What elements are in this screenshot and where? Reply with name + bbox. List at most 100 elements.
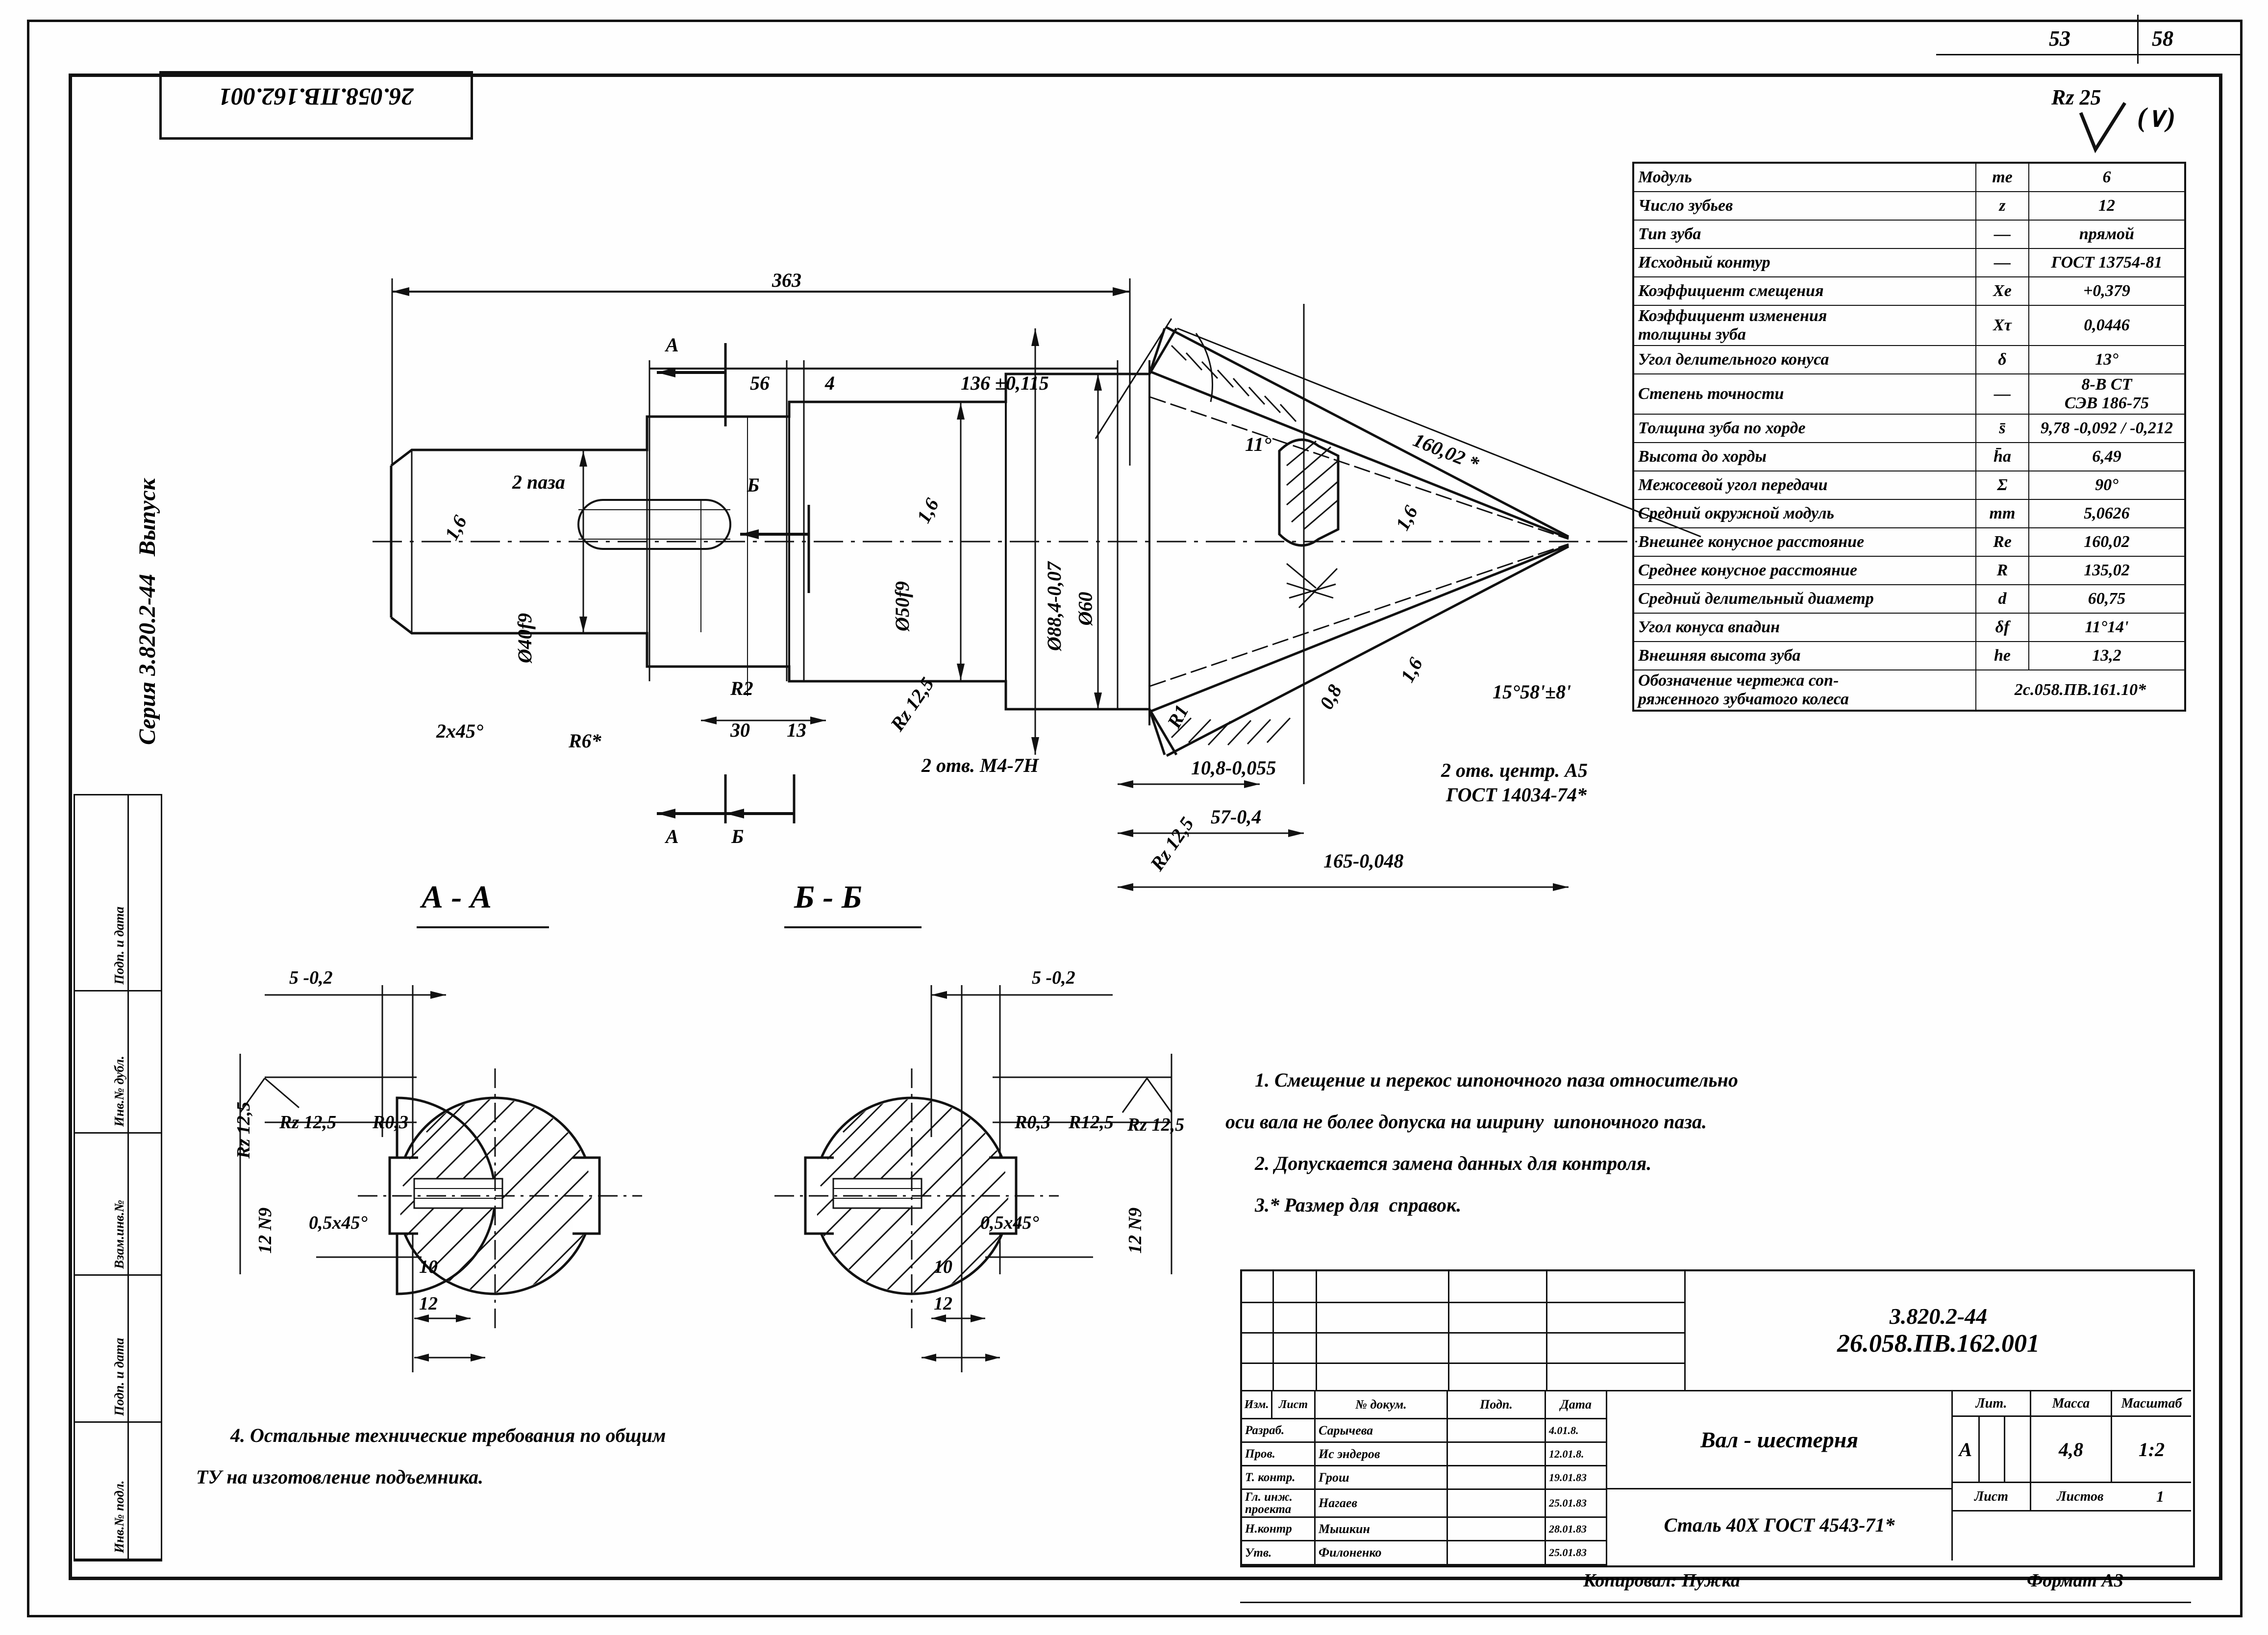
gear-param-name: Степень точности bbox=[1633, 373, 1976, 415]
margin-stamp-cell-1: Инв.№ дубл. bbox=[75, 991, 129, 1134]
page-number-rule bbox=[1936, 54, 2240, 55]
section-arrow-a-lower bbox=[657, 774, 727, 823]
tech-note-line-5: ТУ на изготовление подъемника. bbox=[196, 1466, 484, 1488]
rev-row-1 bbox=[1242, 1302, 1686, 1303]
sheets-value: 1 bbox=[2129, 1483, 2191, 1511]
sig-sign-0 bbox=[1448, 1419, 1546, 1443]
section-arrow-a bbox=[657, 343, 727, 426]
gear-param-name: Высота до хорды bbox=[1633, 442, 1976, 471]
gear-param-symbol: — bbox=[1975, 248, 2029, 277]
gear-param-symbol: mm bbox=[1975, 499, 2029, 528]
th-mass: Масса bbox=[2031, 1391, 2112, 1417]
gear-param-name: Средний окружной модуль bbox=[1633, 499, 1976, 528]
gear-param-row: Тип зуба—прямой bbox=[1633, 220, 2186, 249]
section-aa-title: А - А bbox=[422, 879, 492, 915]
rev-col-1 bbox=[1272, 1271, 1274, 1391]
page-number-right: 58 bbox=[2152, 26, 2173, 50]
gear-param-value: 2с.058.ПВ.161.10* bbox=[1975, 669, 2186, 711]
main-label-8: 2 паза bbox=[512, 471, 565, 493]
gear-param-symbol: z bbox=[1975, 191, 2029, 221]
rev-row-2 bbox=[1242, 1332, 1686, 1334]
format-label: Формат А3 bbox=[2027, 1570, 2123, 1591]
gear-param-name: Среднее конусное расстояние bbox=[1633, 556, 1976, 585]
gear-param-value: 9,78 -0,092 / -0,212 bbox=[2028, 414, 2186, 443]
gear-param-name: Коэффициент изменения толщины зуба bbox=[1633, 305, 1976, 346]
main-label-22: 13 bbox=[787, 719, 806, 741]
main-label-4: А bbox=[666, 334, 679, 356]
sig-role-2: Т. контр. bbox=[1242, 1466, 1316, 1490]
th-izm: Изм. bbox=[1242, 1391, 1272, 1419]
aa-label-1: Rz 12,5 bbox=[233, 1101, 254, 1159]
gear-param-symbol: R bbox=[1975, 556, 2029, 585]
margin-stamp-blank-4 bbox=[129, 1423, 161, 1560]
main-label-0: 363 bbox=[772, 269, 801, 291]
lit-value-3 bbox=[2005, 1417, 2031, 1483]
bb-label-2: R12,5 bbox=[1069, 1112, 1114, 1133]
gear-param-name: Внешнее конусное расстояние bbox=[1633, 527, 1976, 557]
main-label-3: 136 ±0,115 bbox=[961, 372, 1049, 394]
aa-label-4: 12 N9 bbox=[255, 1207, 276, 1254]
gear-param-symbol: δ bbox=[1975, 345, 2029, 374]
sig-role-0: Разраб. bbox=[1242, 1419, 1316, 1443]
surface-finish-rest: (∨) bbox=[2137, 102, 2176, 133]
margin-stamp-blank-2 bbox=[129, 1134, 161, 1276]
gear-param-row: Обозначение чертежа соп- ряженного зубча… bbox=[1633, 669, 2186, 711]
sig-name-4: Мышкин bbox=[1316, 1518, 1448, 1541]
title-block-spare bbox=[1953, 1511, 2191, 1561]
section-arrow-b bbox=[740, 505, 810, 593]
margin-stamp-blank-3 bbox=[129, 1276, 161, 1423]
gear-param-symbol: he bbox=[1975, 641, 2029, 670]
gear-param-name: Модуль bbox=[1633, 162, 1976, 192]
main-label-7: Б bbox=[731, 825, 744, 847]
rev-col-3 bbox=[1448, 1271, 1449, 1391]
sig-name-3: Нагаев bbox=[1316, 1490, 1448, 1518]
gear-param-symbol: Хτ bbox=[1975, 305, 2029, 346]
tech-note-line-3: 3.* Размер для справок. bbox=[1255, 1194, 1462, 1216]
sheet-inner-frame bbox=[69, 74, 2222, 1580]
gear-param-value: 12 bbox=[2028, 191, 2186, 221]
sig-date-3: 25.01.83 bbox=[1546, 1490, 1607, 1518]
sig-role-1: Пров. bbox=[1242, 1443, 1316, 1466]
surface-finish-symbol-icon bbox=[2079, 102, 2126, 153]
bb-label-3: Rz 12,5 bbox=[1127, 1115, 1185, 1135]
sig-sign-1 bbox=[1448, 1443, 1546, 1466]
rev-col-2 bbox=[1316, 1271, 1317, 1391]
aa-label-6: 10 bbox=[419, 1257, 438, 1277]
gear-param-name: Внешняя высота зуба bbox=[1633, 641, 1976, 670]
bb-label-6: 10 bbox=[934, 1257, 952, 1277]
gear-param-symbol: Хe bbox=[1975, 276, 2029, 306]
section-arrow-b-lower bbox=[725, 774, 796, 823]
copied-by: Копировал: Пужка bbox=[1583, 1570, 1740, 1591]
sig-role-4: Н.контр bbox=[1242, 1518, 1316, 1541]
section-bb-title: Б - Б bbox=[794, 879, 862, 915]
revision-grid bbox=[1242, 1271, 1686, 1391]
gear-param-name: Тип зуба bbox=[1633, 220, 1976, 249]
gear-param-symbol: — bbox=[1975, 373, 2029, 415]
margin-stamp-label-4: Инв.№ подл. bbox=[112, 1480, 126, 1553]
sig-date-1: 12.01.8. bbox=[1546, 1443, 1607, 1466]
designation-code: 26.058.ПВ.162.001 bbox=[1837, 1330, 2040, 1358]
tech-note-line-2: 2. Допускается замена данных для контрол… bbox=[1255, 1152, 1652, 1174]
gear-param-value: 13° bbox=[2028, 345, 2186, 374]
gear-param-symbol: me bbox=[1975, 162, 2029, 192]
main-label-6: А bbox=[666, 825, 679, 847]
gear-param-symbol: h̄a bbox=[1975, 442, 2029, 471]
sig-name-2: Грош bbox=[1316, 1466, 1448, 1490]
gear-param-symbol: s̄ bbox=[1975, 414, 2029, 443]
main-shaft-geometry bbox=[373, 278, 1701, 891]
rev-row-3 bbox=[1242, 1362, 1686, 1364]
th-lit: Лит. bbox=[1953, 1391, 2031, 1417]
gear-param-value: 6,49 bbox=[2028, 442, 2186, 471]
th-sheet: Лист bbox=[1953, 1483, 2031, 1511]
th-sheets: Листов bbox=[2031, 1483, 2129, 1511]
main-label-19: R6* bbox=[569, 730, 601, 752]
th-podp: Подп. bbox=[1448, 1391, 1546, 1419]
aa-label-0: 5 -0,2 bbox=[289, 967, 333, 988]
th-ndok: № докум. bbox=[1316, 1391, 1448, 1419]
sig-role-3: Гл. инж. проекта bbox=[1242, 1490, 1316, 1518]
sig-name-1: Ис эндеров bbox=[1316, 1443, 1448, 1466]
page-number-divider bbox=[2137, 15, 2139, 64]
